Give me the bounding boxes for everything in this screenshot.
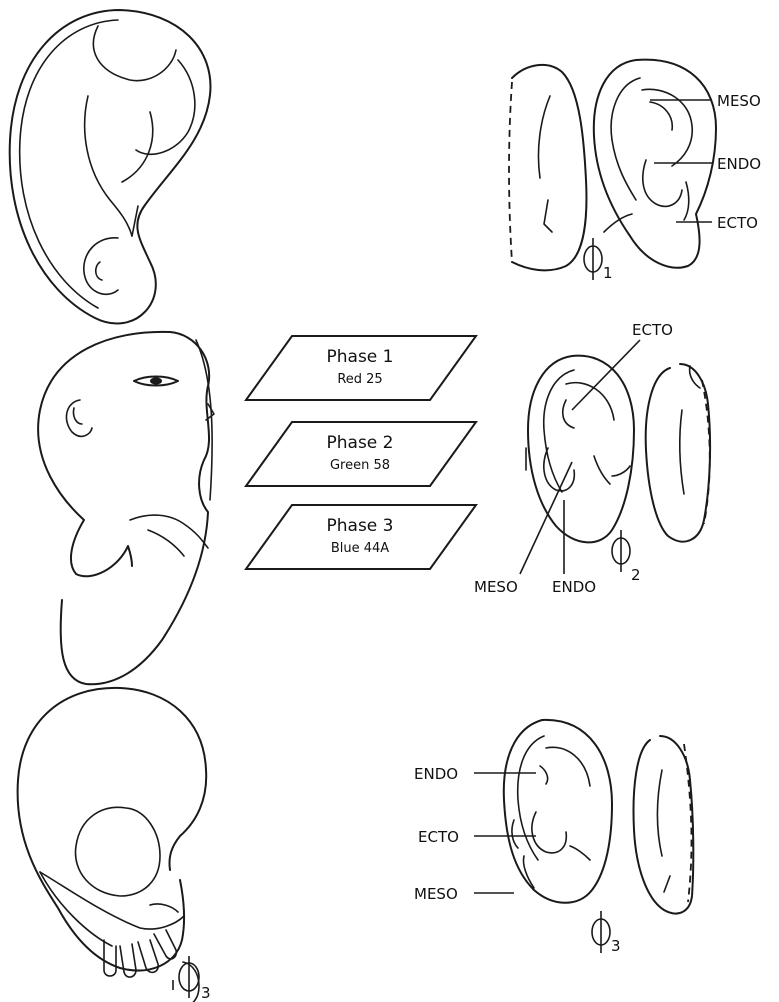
phase-panel-2-filter: Green 58 [330, 458, 390, 473]
ear-bottom-label-ecto: ECTO [418, 828, 459, 846]
embryo-bottom-figure [18, 688, 207, 1002]
phase-symbol-ear-bottom: 3 [592, 911, 621, 955]
ear-bottom-front-view [504, 720, 612, 903]
phase-number-ear-middle: 2 [631, 566, 641, 584]
ear-top-label-meso: MESO [717, 92, 761, 110]
ear-bottom-back-view [634, 736, 694, 914]
ear-bottom-label-meso: MESO [414, 885, 458, 903]
ear-top-label-ecto: ECTO [717, 214, 758, 232]
ear-top-label-endo: ENDO [717, 155, 761, 173]
phase-number-embryo-bottom: 3 [201, 984, 211, 1002]
phase-panel-1: Phase 1 Red 25 [246, 336, 476, 400]
ear-middle-label-endo: ENDO [552, 578, 596, 596]
phase-symbol-ear-top: 1 [584, 238, 613, 282]
phase-panel-3-filter: Blue 44A [331, 541, 389, 556]
phase-panel-1-title: Phase 1 [327, 347, 394, 367]
phase-panel-1-filter: Red 25 [337, 372, 382, 387]
phase-panel-3-title: Phase 3 [327, 516, 394, 536]
phase-number-ear-top: 1 [603, 264, 613, 282]
ear-middle-front-view [526, 356, 634, 543]
embryo-top-figure [10, 10, 211, 324]
phase-panel-3: Phase 3 Blue 44A [246, 505, 476, 569]
phase-panel-2: Phase 2 Green 58 [246, 422, 476, 486]
embryo-middle-figure [38, 332, 214, 684]
phase-symbol-ear-middle: 2 [612, 530, 641, 584]
phase-number-ear-bottom: 3 [611, 937, 621, 955]
ear-bottom-label-endo: ENDO [414, 765, 458, 783]
phase-panel-2-title: Phase 2 [327, 433, 394, 453]
ear-top-back-view [509, 65, 586, 270]
ear-middle-label-meso: MESO [474, 578, 518, 596]
ear-middle-label-ecto: ECTO [632, 321, 673, 339]
ear-middle-back-view [646, 364, 710, 542]
